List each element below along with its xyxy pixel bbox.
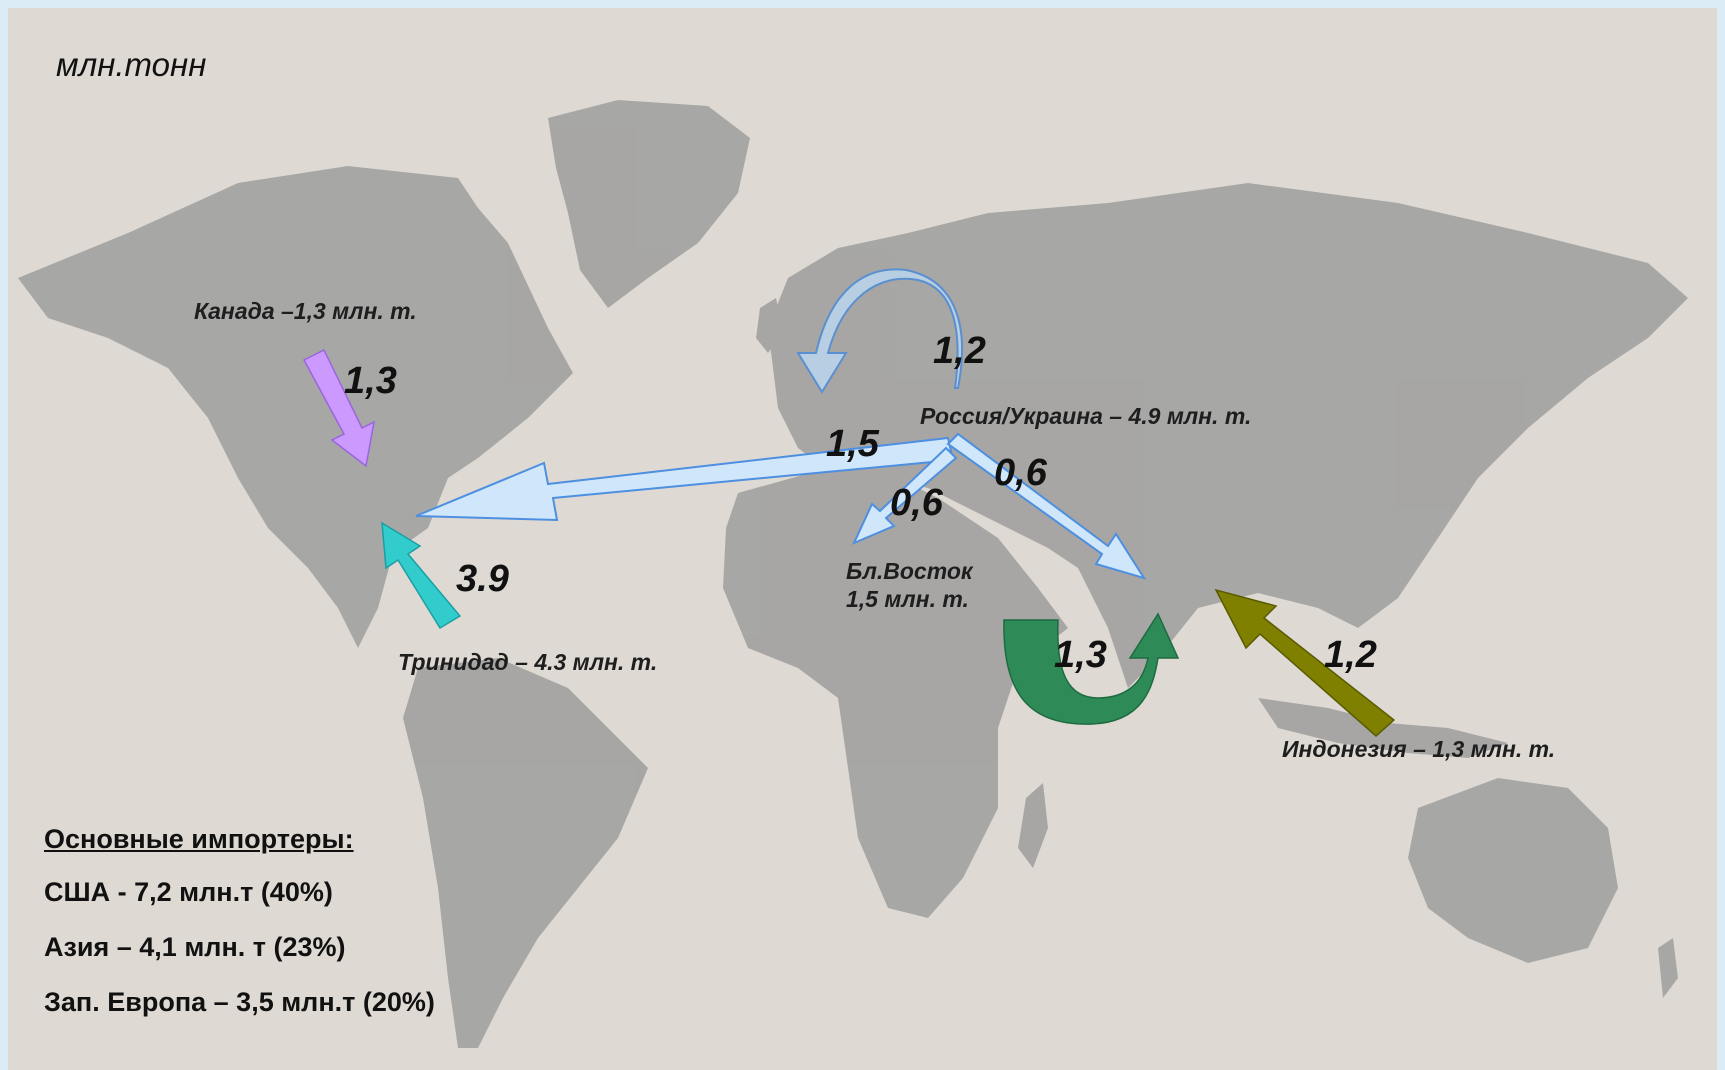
flow-mideast-asia-value: 1,3 xyxy=(1054,634,1107,676)
land-uk xyxy=(756,298,783,353)
land-eurasia xyxy=(768,183,1688,688)
importers-title: Основные импортеры: xyxy=(44,824,354,854)
source-indonesia-label: Индонезия – 1,3 млн. т. xyxy=(1282,736,1556,762)
arrow-russia-mideast xyxy=(852,446,958,545)
land-north-america xyxy=(18,166,573,648)
arrow-russia-asia xyxy=(946,432,1147,580)
source-russia-label: Россия/Украина – 4.9 млн. т. xyxy=(920,403,1252,429)
flow-russia-usa-value: 1,5 xyxy=(826,423,879,465)
importers-panel: Основные импортеры: США - 7,2 млн.т (40%… xyxy=(44,824,435,1042)
land-japan xyxy=(1448,393,1483,478)
arrow-indonesia-asia xyxy=(1214,588,1396,738)
land-south-america xyxy=(403,658,648,1048)
flow-trinidad-usa-value: 3.9 xyxy=(456,558,509,600)
source-mideast-label-2: 1,5 млн. т. xyxy=(846,586,969,612)
source-trinidad-label: Тринидад – 4.3 млн. т. xyxy=(398,649,658,675)
importer-usa: США - 7,2 млн.т (40%) xyxy=(44,877,333,907)
flow-russia-asia-value: 0,6 xyxy=(994,452,1047,494)
flow-russia-europe-value: 1,2 xyxy=(933,330,986,372)
arrow-russia-europe xyxy=(796,268,964,394)
importer-west-europe: Зап. Европа – 3,5 млн.т (20%) xyxy=(44,987,435,1017)
arrow-russia-usa xyxy=(415,436,955,522)
source-mideast-label-1: Бл.Восток xyxy=(846,558,973,584)
land-masses xyxy=(18,100,1688,1048)
arrow-mideast-asia xyxy=(1003,612,1180,725)
land-madagascar xyxy=(1018,783,1048,868)
land-africa xyxy=(723,468,1068,918)
land-new-zealand xyxy=(1658,938,1678,998)
importer-asia: Азия – 4,1 млн. т (23%) xyxy=(44,932,346,962)
world-map xyxy=(18,100,1688,1048)
flow-russia-mideast-value: 0,6 xyxy=(890,482,943,524)
land-australia xyxy=(1408,778,1618,963)
flow-indonesia-asia-value: 1,2 xyxy=(1324,634,1377,676)
unit-label: млн.тонн xyxy=(56,46,207,83)
source-canada-label: Канада –1,3 млн. т. xyxy=(194,298,417,324)
arrow-canada-usa xyxy=(302,348,376,468)
flow-canada-usa-value: 1,3 xyxy=(344,360,397,402)
land-greenland xyxy=(548,100,750,308)
arrow-trinidad-usa xyxy=(381,521,462,630)
map-frame: млн.тонн Канада –1,3 млн. т. Россия/Укра… xyxy=(8,8,1717,1070)
